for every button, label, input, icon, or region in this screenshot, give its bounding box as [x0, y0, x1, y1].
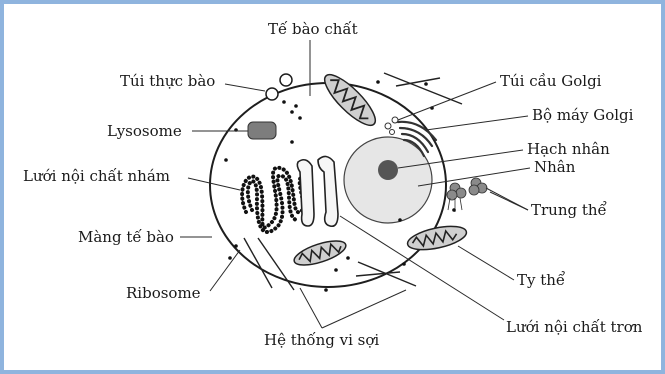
label-rough-er: Lưới nội chất nhám [23, 167, 170, 185]
label-golgi-apparatus: Bộ máy Golgi [532, 106, 634, 124]
label-phagocytic-vesicle: Túi thực bào [120, 72, 215, 90]
label-golgi-vesicle: Túi cầu Golgi [500, 72, 602, 90]
nucleolus-shape [378, 160, 398, 180]
lysosome-shape [248, 122, 276, 139]
label-mitochondrion: Ty thể [517, 271, 565, 289]
label-nucleus: Nhân [534, 158, 576, 176]
label-nucleolus: Hạch nhân [527, 140, 610, 158]
label-ribosome: Ribosome [126, 284, 201, 302]
label-centrosome: Trung thể [531, 201, 607, 219]
label-microfilaments: Hệ thống vi sợi [264, 331, 379, 349]
centrosome-shape [447, 178, 487, 212]
label-cytoplasm: Tế bào chất [268, 20, 358, 38]
label-cell-membrane: Màng tế bào [78, 228, 174, 246]
label-smooth-er: Lưới nội chất trơn [506, 318, 643, 336]
label-lysosome: Lysosome [107, 122, 182, 140]
